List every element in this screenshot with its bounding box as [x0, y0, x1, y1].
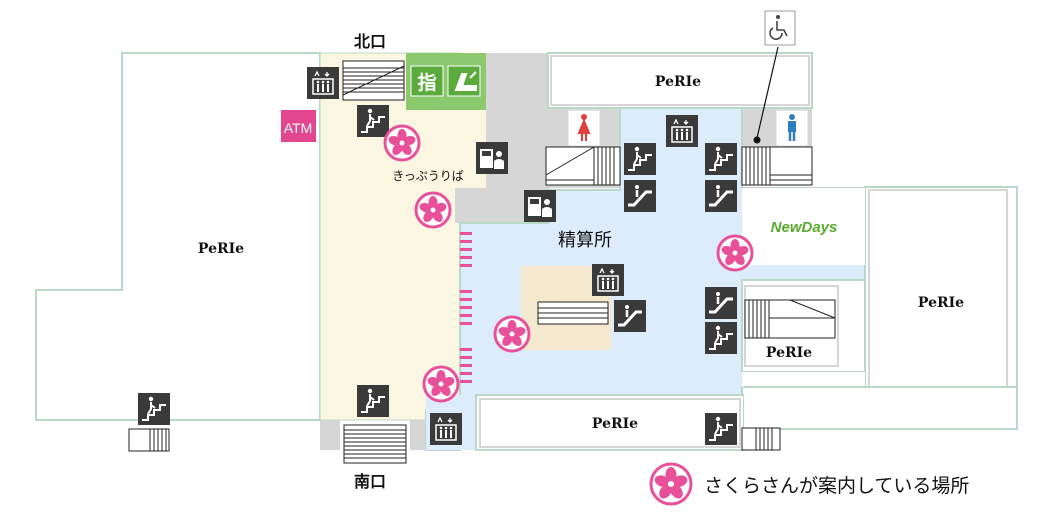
- map-legend: さくらさんが案内している場所: [648, 461, 969, 507]
- elevator-icon: [306, 66, 340, 100]
- reserved-seat-sign: [410, 65, 444, 97]
- elevator-icon: [591, 263, 625, 297]
- legend-text: さくらさんが案内している場所: [704, 474, 970, 497]
- escalator-icon: [622, 178, 658, 214]
- escalator-icon: [703, 285, 739, 321]
- reserved-seat-label: 指: [417, 72, 436, 94]
- sakura-guide-marker: [422, 365, 460, 403]
- elevator-icon: [665, 114, 699, 148]
- ticket-machine-icon: [476, 142, 508, 174]
- sakura-guide-marker: [493, 315, 531, 353]
- newdays-logo: NewDays: [771, 219, 838, 236]
- atm-icon: [281, 110, 316, 142]
- escalator-icon: [703, 178, 739, 214]
- sakura-flower-icon: [649, 462, 693, 506]
- perie-label-south: PeRIe: [592, 416, 638, 432]
- male-toilet-icon: [788, 114, 796, 141]
- perie-label-north: PeRIe: [655, 74, 701, 90]
- perie-shop-west: [35, 52, 321, 421]
- perie-label-east: PeRIe: [918, 295, 964, 311]
- stairs-icon: [704, 412, 738, 446]
- elevator-icon: [429, 412, 463, 446]
- ticket-machine-icon: [524, 190, 556, 222]
- ticket-sales-label: きっぷうりば: [392, 169, 464, 183]
- newdays-shop: [742, 188, 865, 265]
- north-exit-label: 北口: [354, 32, 386, 51]
- stairs-icon: [356, 104, 390, 138]
- stairs-icon: [704, 321, 738, 355]
- wheelchair-icon: [764, 10, 796, 46]
- escalator-icon: [612, 298, 648, 334]
- sakura-guide-marker: [414, 191, 452, 229]
- stairs-icon: [623, 142, 657, 176]
- perie-shop-south: [479, 398, 741, 448]
- south-exit-label: 南口: [354, 472, 386, 491]
- sakura-guide-marker: [716, 234, 754, 272]
- female-toilet-icon: [577, 114, 591, 141]
- perie-label-west: PeRIe: [198, 241, 244, 257]
- atm-label: ATM: [284, 120, 313, 136]
- perie-label-center: PeRIe: [766, 345, 812, 361]
- stairs-icon: [137, 392, 171, 426]
- stairs-icon: [356, 384, 390, 418]
- sakura-guide-marker: [383, 124, 421, 162]
- fare-adjustment-label: 精算所: [558, 230, 612, 251]
- stairs-icon: [704, 142, 738, 176]
